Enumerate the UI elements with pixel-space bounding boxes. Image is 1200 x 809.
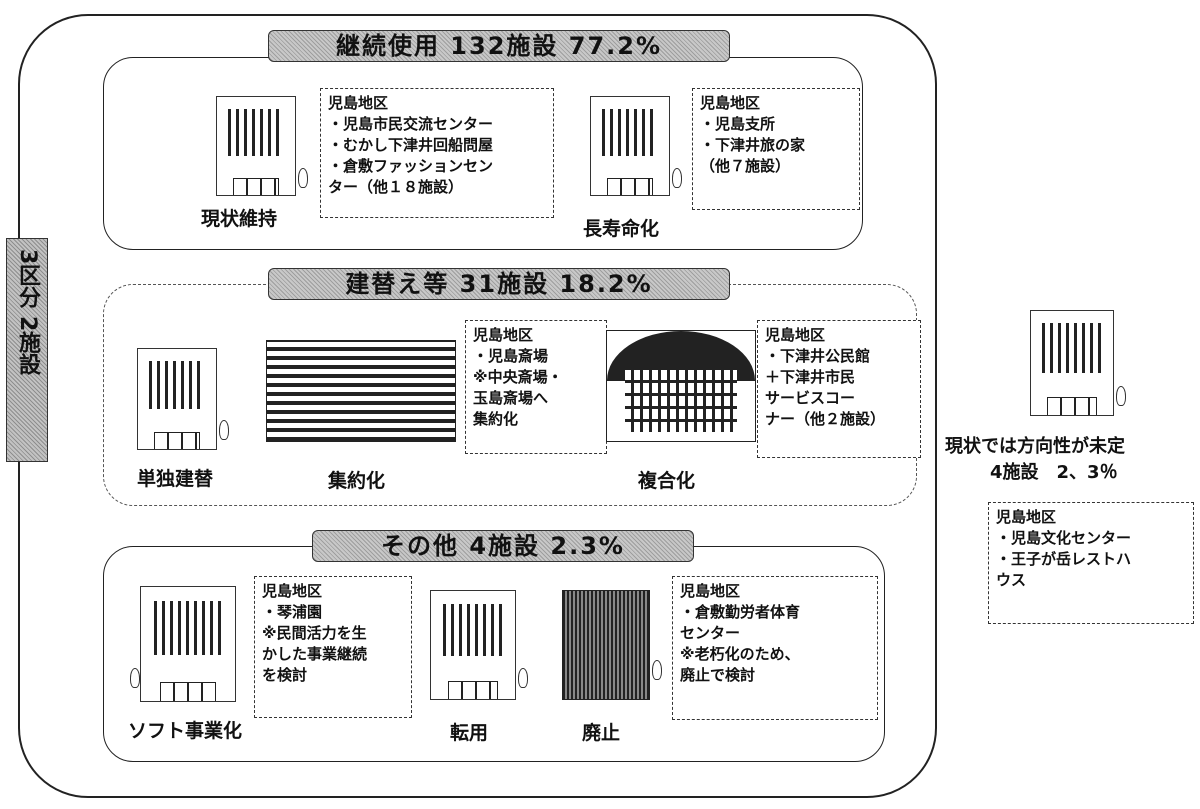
tree-icon (1116, 386, 1126, 406)
building-complex-icon (266, 340, 456, 442)
label-single-rebuild: 単独建替 (137, 468, 214, 490)
label-consolidate: 集約化 (328, 470, 386, 492)
note-maintain: 児島地区 ・児島市民交流センター ・むかし下津井回船問屋 ・倉敷ファッションセン… (320, 88, 554, 218)
building-icon (216, 96, 296, 196)
continue-banner: 継続使用 132施設 77.2% (268, 30, 730, 62)
note-extend-life: 児島地区 ・児島支所 ・下津井旅の家 （他７施設） (692, 88, 860, 210)
rebuild-banner: 建替え等 31施設 18.2% (268, 268, 730, 300)
note-composite: 児島地区 ・下津井公民館 ＋下津井市民 サービスコー ナー（他２施設） (757, 320, 921, 458)
note-soft-business: 児島地区 ・琴浦園 ※民間活力を生 かした事業継続 を検討 (254, 576, 412, 718)
building-icon (430, 590, 516, 700)
label-composite: 複合化 (638, 470, 696, 492)
vertical-banner-label: 3区分 2施設 (15, 249, 40, 376)
label-soft-business: ソフト事業化 (128, 720, 243, 742)
note-consolidate: 児島地区 ・児島斎場 ※中央斎場・ 玉島斎場へ 集約化 (465, 320, 607, 454)
building-icon (590, 96, 670, 196)
note-undecided: 児島地区 ・児島文化センター ・王子が岳レストハ ウス (988, 502, 1194, 624)
label-abolish: 廃止 (582, 722, 621, 744)
tree-icon (130, 668, 140, 688)
public-hall-icon (606, 330, 756, 442)
building-icon (562, 590, 650, 700)
tree-icon (219, 420, 229, 440)
tree-icon (652, 660, 662, 680)
building-icon (137, 348, 217, 450)
tree-icon (672, 168, 682, 188)
building-icon (140, 586, 236, 702)
building-icon (1030, 310, 1114, 416)
label-maintain: 現状維持 (201, 208, 278, 230)
tree-icon (298, 168, 308, 188)
vertical-banner: 3区分 2施設 (6, 238, 48, 462)
label-extend-life: 長寿命化 (583, 218, 660, 240)
note-abolish: 児島地区 ・倉敷勤労者体育 センター ※老朽化のため、 廃止で検討 (672, 576, 878, 720)
undecided-count: 4施設 2、3％ (990, 462, 1118, 483)
other-banner: その他 4施設 2.3% (312, 530, 694, 562)
tree-icon (518, 668, 528, 688)
undecided-title: 現状では方向性が未定 (945, 436, 1125, 457)
label-conversion: 転用 (450, 722, 489, 744)
